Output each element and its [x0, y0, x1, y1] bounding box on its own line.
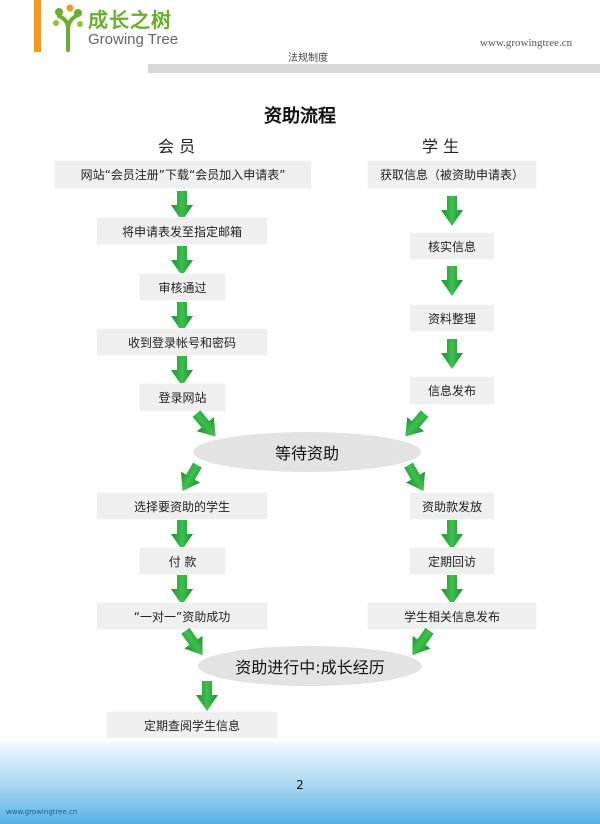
- student-step-disburse: 资助款发放: [410, 493, 494, 519]
- page-title: 资助流程: [264, 106, 336, 127]
- arrow-down-icon: [441, 196, 463, 226]
- arrow-diagonal-icon: [397, 406, 433, 443]
- student-step-verify: 核实信息: [410, 233, 494, 259]
- arrow-diagonal-icon: [173, 460, 207, 497]
- page-number: 2: [296, 778, 304, 792]
- student-step-organize: 资料整理: [410, 305, 494, 331]
- member-step-payment: 付 款: [140, 548, 225, 574]
- member-step-send-form: 将申请表发至指定邮箱: [97, 218, 267, 244]
- arrow-down-icon: [171, 302, 193, 332]
- student-step-publish-related: 学生相关信息发布: [368, 603, 536, 629]
- logo-chinese-text: 成长之树: [88, 8, 172, 32]
- member-step-choose-student: 选择要资助的学生: [97, 493, 267, 519]
- footer-site-url: www.growingtree.cn: [6, 808, 78, 816]
- tree-logo-icon: [53, 4, 83, 52]
- header-accent-bar: [34, 0, 41, 52]
- waiting-for-funding-oval: 等待资助: [193, 432, 421, 472]
- member-step-success: “一对一”资助成功: [97, 603, 267, 629]
- footer-band: [0, 738, 600, 824]
- student-step-get-info: 获取信息（被资助申请表）: [368, 161, 536, 188]
- header-site-url: www.growingtree.cn: [480, 37, 573, 49]
- arrow-down-icon: [171, 356, 193, 386]
- member-column-heading: 会 员: [158, 137, 196, 156]
- arrow-down-icon: [171, 520, 193, 550]
- header-divider: [148, 64, 600, 73]
- arrow-down-icon: [196, 681, 218, 711]
- arrow-down-icon: [441, 520, 463, 550]
- member-step-register: 网站“会员注册”下载“会员加入申请表”: [55, 161, 311, 188]
- student-column-heading: 学 生: [422, 137, 460, 156]
- arrow-down-icon: [171, 191, 193, 221]
- member-step-receive-account: 收到登录帐号和密码: [97, 329, 267, 355]
- student-step-publish: 信息发布: [410, 377, 494, 404]
- arrow-down-icon: [171, 575, 193, 605]
- member-step-review-student-info: 定期查阅学生信息: [107, 712, 277, 738]
- arrow-down-icon: [441, 339, 463, 369]
- arrow-diagonal-icon: [399, 460, 433, 497]
- member-step-login: 登录网站: [140, 384, 225, 411]
- arrow-down-icon: [441, 266, 463, 296]
- arrow-diagonal-icon: [176, 624, 211, 661]
- funding-in-progress-oval: 资助进行中:成长经历: [198, 646, 422, 686]
- arrow-down-icon: [171, 246, 193, 276]
- section-label: 法规制度: [288, 53, 328, 64]
- arrow-diagonal-icon: [188, 406, 224, 443]
- member-step-approved: 审核通过: [140, 274, 225, 300]
- arrow-down-icon: [441, 575, 463, 605]
- student-step-revisit: 定期回访: [410, 548, 494, 574]
- logo-english-text: Growing Tree: [88, 31, 179, 48]
